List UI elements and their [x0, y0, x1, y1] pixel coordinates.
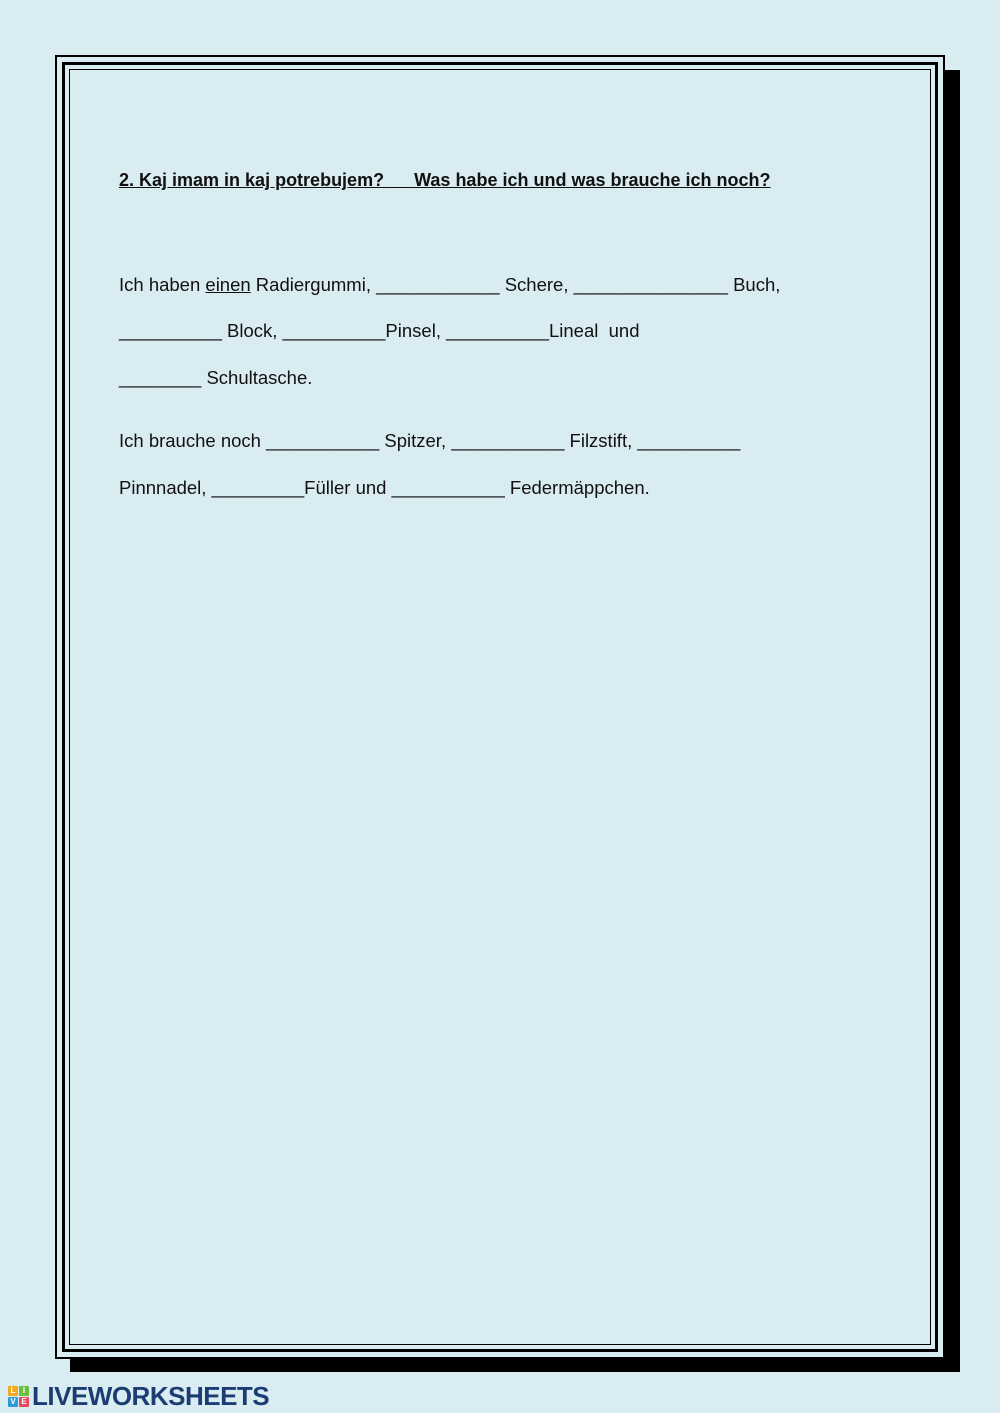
heading-slovene: 2. Kaj imam in kaj potrebujem?	[119, 170, 385, 190]
exercise-heading: 2. Kaj imam in kaj potrebujem? Was habe …	[119, 170, 771, 191]
logo-letter: V	[8, 1396, 18, 1407]
line1-rest: Radiergummi, ____________ Schere, ______…	[250, 274, 781, 295]
line1-start: Ich haben	[119, 274, 206, 295]
sentence-line-5: Pinnnadel, _________Füller und _________…	[119, 477, 650, 498]
frame-inner-border	[69, 69, 931, 1345]
liveworksheets-logo[interactable]: L I V E LIVEWORKSHEETS	[8, 1380, 270, 1411]
heading-gap	[384, 170, 414, 190]
example-answer: einen	[205, 274, 251, 295]
sentence-line-4: Ich brauche noch ___________ Spitzer, __…	[119, 430, 741, 451]
sentence-line-3: ________ Schultasche.	[119, 367, 313, 388]
frame-border	[62, 62, 938, 1352]
heading-german: Was habe ich und was brauche ich noch?	[414, 170, 771, 190]
sentence-line-2: __________ Block, __________Pinsel, ____…	[119, 320, 640, 341]
logo-icon: L I V E	[8, 1385, 29, 1407]
logo-letter: E	[19, 1396, 29, 1407]
worksheet-frame	[55, 55, 945, 1359]
sentence-line-1: Ich haben einen Radiergummi, ___________…	[119, 274, 780, 296]
logo-text: LIVEWORKSHEETS	[32, 1380, 270, 1411]
logo-letter: L	[8, 1385, 18, 1396]
logo-letter: I	[19, 1385, 29, 1396]
